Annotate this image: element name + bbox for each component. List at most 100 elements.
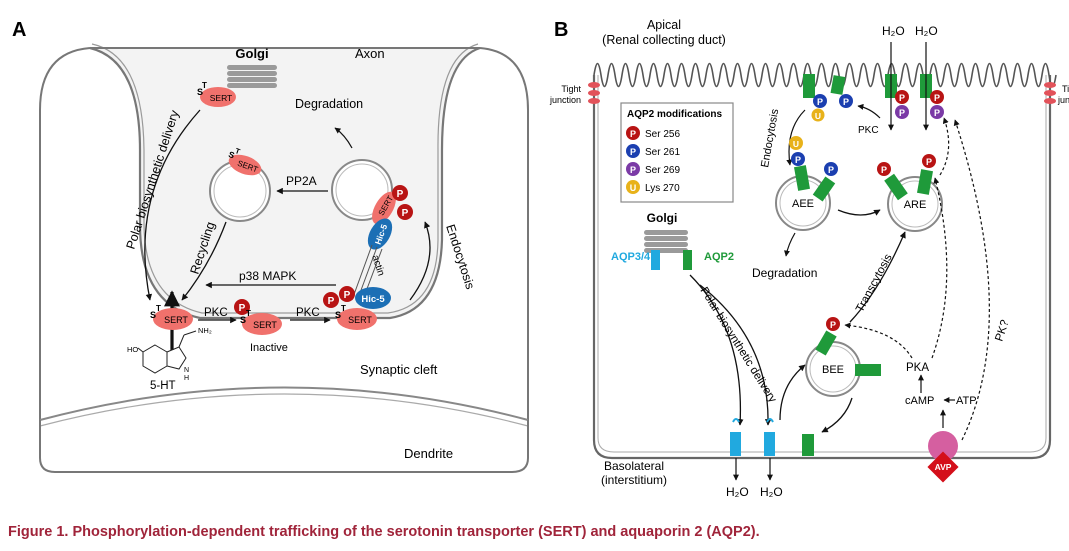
figure-caption: Figure 1. Phosphorylation-dependent traf… [8,524,760,540]
svg-text:junction: junction [549,95,581,105]
arrow-pkc-b [857,103,881,119]
avp-label: AVP [935,462,952,472]
svg-text:Ser 256: Ser 256 [645,129,680,140]
sert-endocytic-vesicle: SERT [372,191,396,225]
bee-aqp2-2 [855,364,881,376]
h2o-basolateral-1: H₂O [726,485,749,499]
pkc1-label: PKC [204,307,228,319]
arrow-polar-delivery-b-2 [699,284,772,426]
svg-text:AQP2 modifications: AQP2 modifications [627,109,722,120]
hic5-vesicle [367,218,393,250]
svg-text:P: P [899,93,905,103]
sert-membrane-2: SERT S T [240,309,282,335]
axon-membrane-inner [91,43,479,314]
aee-aqp2-1 [794,165,810,191]
bee-label: BEE [822,364,844,376]
svg-text:P: P [630,129,636,139]
axon-membrane [89,46,481,320]
atp-label: ATP [956,395,977,407]
h2o-apical-1: H₂O [882,24,905,38]
aqp34-label: AQP3/4 [611,251,651,263]
apical-label: Apical [647,18,681,32]
avp-receptor [928,431,958,461]
pka-label: PKA [906,362,929,374]
svg-text:P: P [899,108,905,118]
pkc-label-b: PKC [858,125,879,136]
svg-text:T: T [156,304,161,313]
polar-delivery-label-b: Polar biosynthetic delivery [697,285,778,405]
tight-junction-right [1044,82,1056,104]
golgi-label-a: Golgi [235,46,268,61]
svg-text:H: H [184,375,189,382]
svg-text:P: P [630,165,636,175]
arrow-transcytosis [849,231,906,323]
svg-text:HO: HO [127,345,138,354]
golgi-stack-b [644,230,688,253]
camp-label: cAMP [905,395,934,407]
pk-label: PK? [993,319,1011,343]
axon-label: Axon [355,46,385,61]
svg-text:NH₂: NH₂ [198,326,212,335]
svg-text:T: T [234,146,242,156]
arrow-recycling [181,221,227,301]
hic5-membrane [355,287,391,309]
svg-text:S: S [227,149,236,160]
arrow-to-degradation-b [784,232,796,257]
pp2a-label: PP2A [286,174,317,188]
are-aqp2-1 [884,173,908,201]
svg-text:U: U [815,111,821,121]
basolateral-label: Basolateral [604,459,664,473]
svg-text:P: P [881,165,887,175]
h2o-basolateral-2: H₂O [760,485,783,499]
serotonin-molecule [137,330,197,374]
sert-membrane-1: SERT S T [150,304,193,330]
svg-text:P: P [817,97,823,107]
sert-membrane-3: SERT S T [335,304,377,330]
aqp2-label: AQP2 [704,251,734,263]
arrow-pk-to-apical [953,119,990,441]
svg-text:S: S [240,315,246,325]
golgi-label-b: Golgi [647,211,678,225]
svg-text:P: P [328,296,335,307]
arrow-polar-delivery-b-1 [689,274,744,426]
arrow-to-degradation-a [334,127,353,149]
svg-text:P: P [926,157,932,167]
svg-text:SERT: SERT [164,315,188,325]
svg-text:Lys 270: Lys 270 [645,183,680,194]
basolateral-aqp34-2 [764,418,775,456]
frame-left [39,47,91,420]
phospho-ser-vesicle-1 [392,185,408,201]
golgi-aqp34 [651,250,660,270]
apical-aqp2-1: P U [803,74,827,122]
svg-text:P: P [934,93,940,103]
basolateral-sub-label: (interstitium) [601,473,667,487]
dendrite-label: Dendrite [404,446,453,461]
panel-a: A Golgi Axon SERT S T Degradation [12,19,529,473]
arrow-pka-to-bee [844,322,913,359]
aee-label: AEE [792,198,814,210]
svg-text:U: U [793,139,799,149]
arrow-endocytosis-a [409,221,431,301]
svg-text:P: P [239,303,246,314]
are-aqp2-2 [917,169,933,195]
panel-a-label: A [12,19,26,41]
bee-aqp2-1 [815,330,837,356]
arrow-aee-to-are [837,209,881,216]
avp-ligand [927,451,959,483]
svg-text:Tight: Tight [561,84,581,94]
aqp2-modifications-legend: AQP2 modifications P Ser 256 P Ser 261 P… [620,102,734,203]
basolateral-aqp2-1 [802,434,814,456]
golgi-aqp2 [683,250,692,270]
apical-aqp2-2: P [830,75,853,108]
sert-recycling-vesicle: SERT S T [227,146,262,176]
svg-text:T: T [202,81,207,90]
phospho-ser-inactive [234,299,250,315]
svg-text:P: P [934,108,940,118]
dendrite-membrane [39,386,529,421]
sert-golgi: SERT S T [197,81,236,107]
svg-text:T: T [341,304,346,313]
svg-text:S: S [150,310,156,320]
svg-text:T: T [246,309,251,318]
arrow-bee-to-basolateral [821,397,853,433]
degradation-label-b: Degradation [752,266,817,280]
